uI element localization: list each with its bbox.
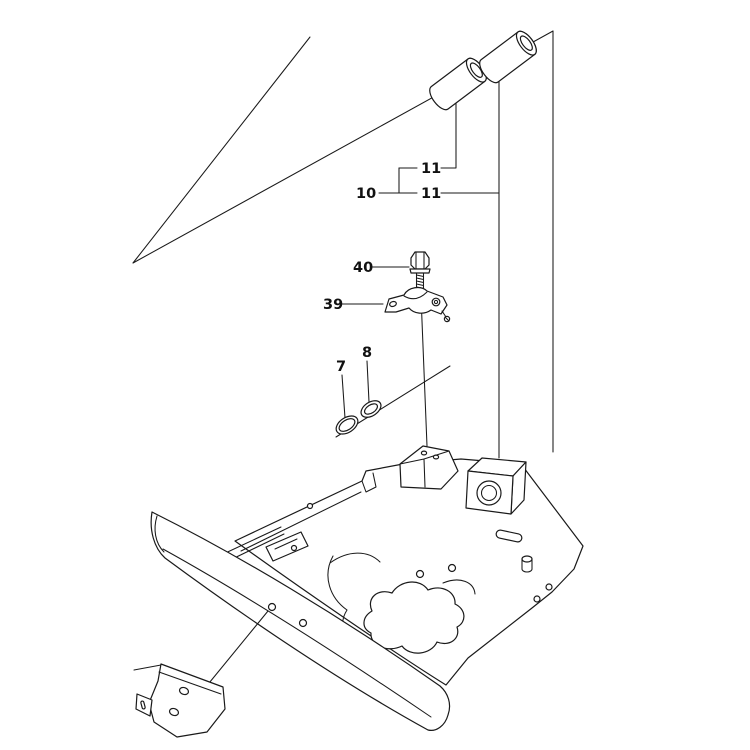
frame-stud-top <box>521 555 533 563</box>
o-ring-inner <box>363 403 379 415</box>
clamp-screw-shank <box>441 310 447 318</box>
frame-rail-tab <box>361 472 377 493</box>
frame-bushing-bore-inner <box>480 484 498 502</box>
clamp-hole <box>389 300 397 308</box>
bracket-hole-a <box>178 686 190 696</box>
leader-11-upper <box>440 102 457 169</box>
bracket-plate <box>148 663 226 738</box>
leader-lines <box>335 78 500 459</box>
beam-hole-a <box>267 602 277 612</box>
corner-bracket <box>133 610 269 738</box>
frame-ridge-left <box>329 552 381 564</box>
clamp-bracket <box>384 286 451 323</box>
beam-inner-contour <box>162 548 432 718</box>
bushing-lower <box>479 30 537 84</box>
frame-block-hole <box>290 544 298 552</box>
bolt-flange <box>409 268 431 274</box>
bushing-bore <box>519 35 533 51</box>
o-ring-inner <box>338 418 356 432</box>
clamp-saddle <box>403 291 428 300</box>
frame-edge-hole-b <box>533 595 541 603</box>
leader-bracket-to-beam <box>204 610 269 689</box>
bracket-fold-line <box>158 671 222 695</box>
clamp-body <box>384 286 448 315</box>
frame-cross-block <box>265 531 309 562</box>
frame-left-rail <box>240 491 362 552</box>
frame-edge-hole-a <box>545 583 553 591</box>
label-item-11-lower: 11 <box>421 186 441 202</box>
leader-7 <box>341 374 346 419</box>
bracket-edge-line <box>133 664 162 671</box>
projection-line-short <box>132 36 311 264</box>
leader-bolt-axis <box>420 295 428 447</box>
frame-stud-body <box>521 558 533 573</box>
frame-boss-hole-b <box>432 454 440 460</box>
bolt-head-facets <box>415 251 425 270</box>
bolt-threads <box>415 274 425 293</box>
label-item-7: 7 <box>336 359 346 375</box>
clamp-pin <box>431 297 441 307</box>
frame-hole-a <box>415 569 425 579</box>
frame-hole-b <box>447 563 457 573</box>
beam-left-cap-line <box>154 515 165 553</box>
bracket-hole-b <box>168 707 180 717</box>
o-ring-8 <box>360 400 382 418</box>
label-item-39: 39 <box>323 297 343 313</box>
clamp-pin-center <box>433 299 439 305</box>
bracket-slot <box>140 700 146 710</box>
frame-ridge-right <box>442 579 476 595</box>
label-item-8: 8 <box>362 345 372 361</box>
leader-8 <box>366 360 370 403</box>
bushing-bore <box>469 62 483 78</box>
frame-oblong-slot <box>495 529 523 543</box>
frame-boss-hole-a <box>420 450 428 456</box>
label-item-40: 40 <box>353 260 373 276</box>
frame-center-cutout <box>363 581 465 654</box>
clamp-screw-slot <box>444 316 450 322</box>
frame-boss-left-facets <box>399 450 450 488</box>
bushing-upper <box>429 57 487 111</box>
main-frame <box>150 445 584 731</box>
frame-cross-block-slot <box>274 538 298 550</box>
bolt-hex-head <box>410 251 430 270</box>
beam-hole-b <box>298 618 308 628</box>
o-ring-7 <box>335 415 359 435</box>
label-item-11-upper: 11 <box>421 161 441 177</box>
frame-small-hole <box>306 502 314 510</box>
label-item-10: 10 <box>356 186 376 202</box>
callout-labels: 11 10 11 40 39 8 7 <box>323 161 441 375</box>
frame-bushing-bore-outer <box>476 480 502 506</box>
